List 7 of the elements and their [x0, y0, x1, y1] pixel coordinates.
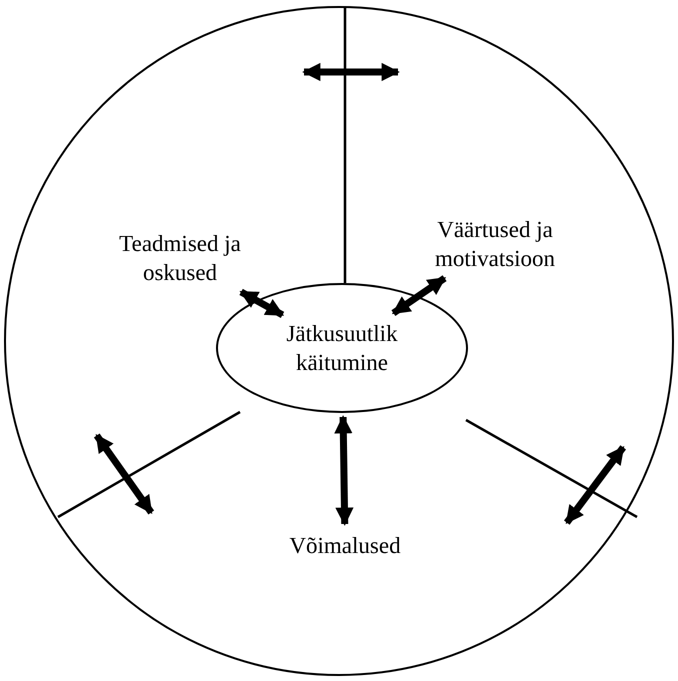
sector-label: Teadmised ja oskused	[118, 230, 242, 287]
double-arrow	[391, 275, 447, 316]
double-arrow	[239, 288, 284, 318]
sector-label: Võimalused	[289, 532, 401, 560]
node-text: Jätkusuutlik käitumine	[285, 320, 399, 377]
double-arrow	[334, 415, 354, 526]
sector-label: Väärtused ja motivatsioon	[434, 216, 556, 273]
